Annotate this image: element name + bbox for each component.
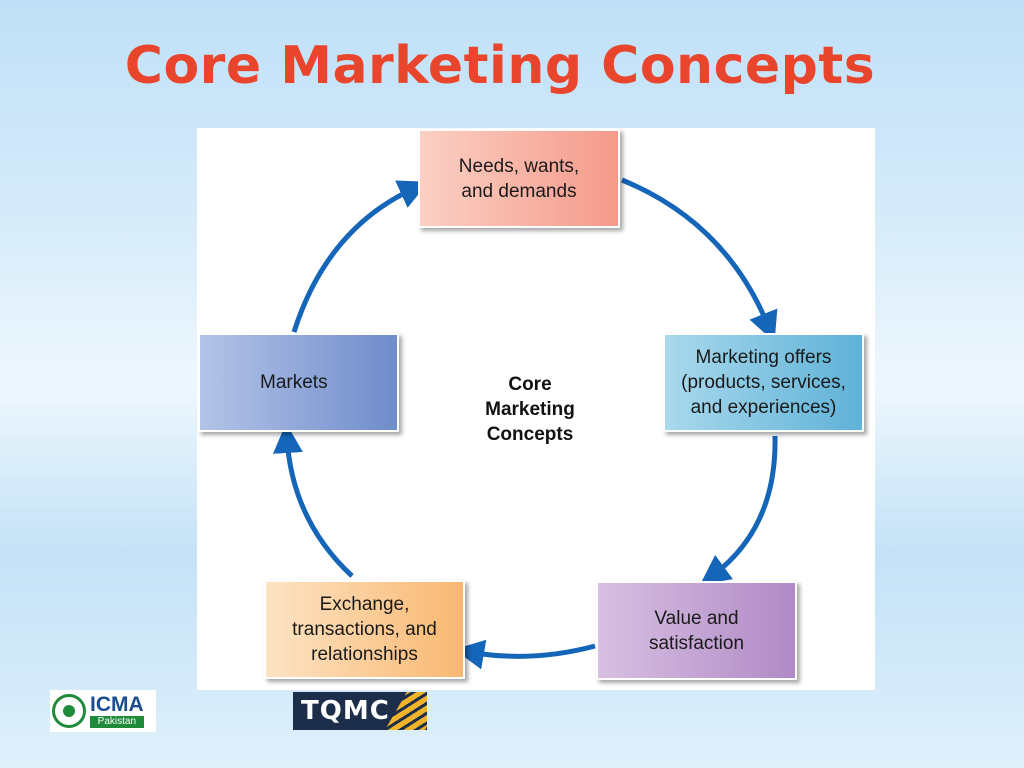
- arrow-needs-to-offers: [621, 177, 778, 342]
- node-marketing-offers: Marketing offers (products, services, an…: [663, 333, 864, 432]
- node-needs-wants-demands: Needs, wants, and demands: [418, 129, 620, 228]
- node-label: Exchange, transactions, and relationship…: [292, 594, 437, 665]
- center-label: Core Marketing Concepts: [485, 374, 575, 445]
- node-markets: Markets: [198, 333, 399, 432]
- icma-logo-country: Pakistan: [90, 716, 144, 728]
- node-label: Value and satisfaction: [648, 607, 745, 654]
- arrow-markets-to-needs: [291, 180, 429, 333]
- arrow-exchange-to-markets: [272, 423, 354, 578]
- icma-logo-name: ICMA: [90, 693, 144, 716]
- arrow-offers-to-value: [699, 435, 778, 585]
- icma-seal-icon: [52, 694, 86, 728]
- arrow-value-to-exchange: [454, 639, 596, 670]
- tqmc-logo-name: TQMC: [301, 696, 390, 726]
- slide-title: Core Marketing Concepts: [124, 36, 876, 96]
- diagram-panel: Needs, wants, and demands Marketing offe…: [197, 128, 875, 690]
- node-label: Markets: [260, 372, 328, 393]
- node-value-satisfaction: Value and satisfaction: [596, 581, 797, 680]
- node-exchange-transactions: Exchange, transactions, and relationship…: [264, 580, 465, 679]
- icma-logo: ICMA Pakistan: [50, 690, 156, 732]
- cycle-arrows: [272, 177, 778, 670]
- tqmc-logo: TQMC: [293, 692, 427, 730]
- node-label: Marketing offers (products, services, an…: [681, 347, 846, 418]
- node-label: Needs, wants, and demands: [458, 155, 580, 202]
